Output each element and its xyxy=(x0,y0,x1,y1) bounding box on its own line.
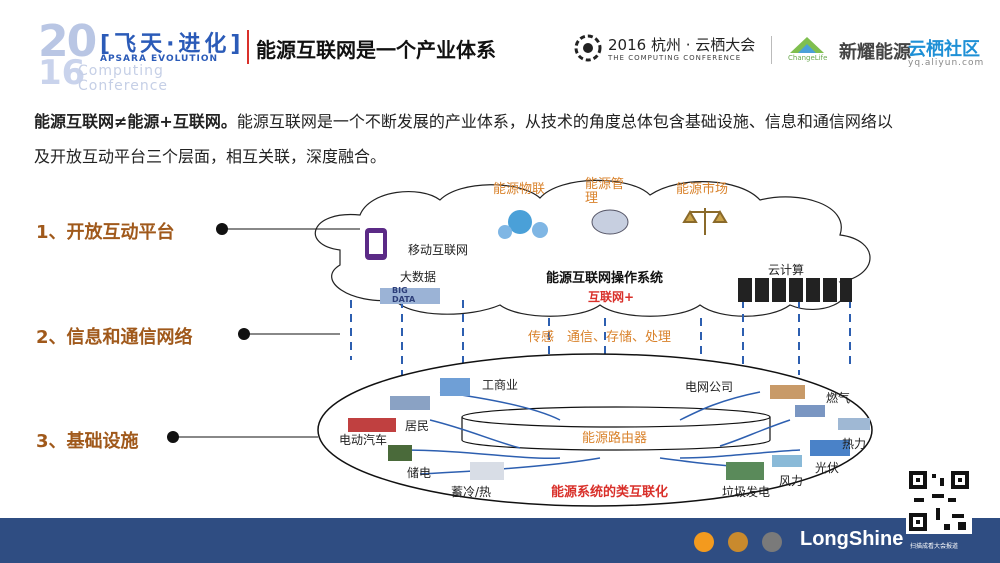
cloud-shape xyxy=(314,179,871,317)
network-label: 传感 通信、存储、处理 xyxy=(528,330,672,345)
conference-title: 2016 杭州 · 云栖大会 xyxy=(608,36,756,54)
qr-code-icon xyxy=(906,468,972,534)
layer3-bullet xyxy=(167,431,179,443)
changelife-text: ChangeLife xyxy=(788,54,828,62)
node-grid-company: 电网公司 xyxy=(685,380,734,394)
commercial-building-icon xyxy=(440,378,470,396)
logo-year-bottom: 16 xyxy=(38,53,86,93)
footer-dot-orange xyxy=(694,532,714,552)
cloud-label-cloud-computing: 云计算 xyxy=(768,263,805,277)
layer-label-infrastructure: 3、基础设施 xyxy=(36,431,139,452)
conference-subtitle: THE COMPUTING CONFERENCE xyxy=(608,54,742,62)
os-subtitle: 互联网+ xyxy=(588,290,635,304)
wind-icon xyxy=(772,455,802,467)
bigdata-icon xyxy=(380,288,440,304)
community-url[interactable]: yq.aliyun.com xyxy=(908,58,985,68)
node-cooling: 蓄冷/热 xyxy=(451,485,492,499)
node-storage: 储电 xyxy=(407,466,432,480)
node-waste-power: 垃圾发电 xyxy=(722,485,771,499)
layer1-bullet xyxy=(216,223,228,235)
cloud-label-iot: 能源物联 xyxy=(493,182,546,197)
cloud-label-mobile: 移动互联网 xyxy=(408,243,469,257)
electric-car-icon xyxy=(348,418,396,432)
intro-body: 能源互联网是一个不断发展的产业体系，从技术的角度总体包含基础设施、信息和通信网络… xyxy=(34,112,893,166)
intro-lead: 能源互联网≠能源+互联网。 xyxy=(34,112,237,131)
grid-company-icon xyxy=(770,385,805,399)
page-title: 能源互联网是一个产业体系 xyxy=(256,38,496,62)
logo-year-top: 20 xyxy=(38,16,97,67)
changelife-logo-icon xyxy=(790,37,824,53)
servers-icon xyxy=(738,278,852,302)
community-name: 云栖社区 xyxy=(908,39,980,60)
node-resident: 居民 xyxy=(405,419,430,433)
qr-caption: 扫描成看大会报道 xyxy=(910,543,959,550)
node-heat: 热力 xyxy=(842,437,867,451)
storage-icon xyxy=(388,445,412,461)
heat-icon xyxy=(838,418,870,430)
pv-icon xyxy=(810,440,850,456)
brain-icon xyxy=(591,209,629,235)
bigdata-icon-text: BIG DATA xyxy=(392,286,416,304)
os-title: 能源互联网操作系统 xyxy=(546,271,664,286)
logo-english: APSARA EVOLUTION xyxy=(100,54,219,64)
resident-icon xyxy=(390,396,430,410)
logo-computing-text: Computing Conference xyxy=(78,63,169,94)
cooling-icon xyxy=(470,462,504,480)
cloud-label-management: 能源管理 xyxy=(585,177,625,206)
node-wind: 风力 xyxy=(779,474,804,488)
layer-label-platform: 1、开放互动平台 xyxy=(36,222,175,243)
intro-paragraph: 能源互联网≠能源+互联网。能源互联网是一个不断发展的产业体系，从技术的角度总体包… xyxy=(34,104,904,174)
phone-icon xyxy=(365,228,387,260)
header-divider xyxy=(247,30,249,64)
partner-name: 新耀能源 xyxy=(839,42,911,63)
energy-iot-icon xyxy=(498,210,548,239)
scales-icon xyxy=(682,208,728,235)
router-label: 能源路由器 xyxy=(582,431,648,446)
footer-dot-gray xyxy=(762,532,782,552)
cloud-label-bigdata: 大数据 xyxy=(400,270,437,284)
logo-slogan: [飞天·进化] xyxy=(100,32,245,57)
logo-slogan-text: 飞天·进化 xyxy=(114,32,231,57)
layer-label-network: 2、信息和通信网络 xyxy=(36,327,193,348)
footer-bar xyxy=(0,518,1000,563)
gas-icon xyxy=(795,405,825,417)
infrastructure-caption: 能源系统的类互联化 xyxy=(551,485,669,500)
node-commercial: 工商业 xyxy=(482,378,519,392)
footer-dot-gold xyxy=(728,532,748,552)
footer-brand: LongShine xyxy=(800,528,904,550)
node-gas: 燃气 xyxy=(826,391,851,405)
header-separator xyxy=(771,36,772,64)
cloud-label-market: 能源市场 xyxy=(676,182,729,197)
router-connections xyxy=(399,391,801,475)
conference-logo-icon xyxy=(574,34,602,62)
node-pv: 光伏 xyxy=(815,461,840,475)
layer2-bullet xyxy=(238,328,250,340)
waste-power-icon xyxy=(726,462,764,480)
node-electric-car: 电动汽车 xyxy=(339,433,388,447)
